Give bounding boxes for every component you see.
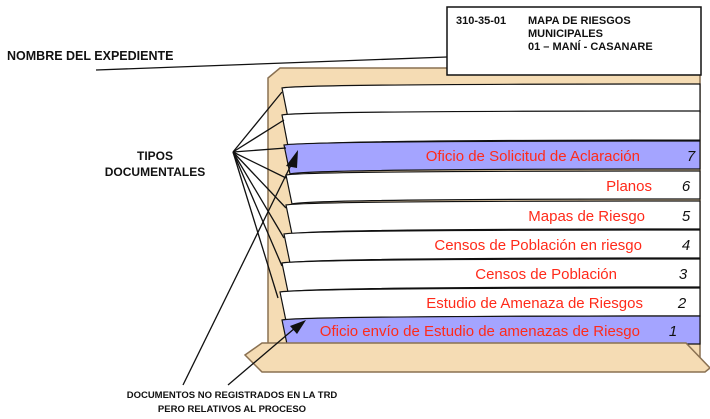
expediente-title-line-2: MUNICIPALES <box>528 28 603 40</box>
expediente-title-line-3: 01 – MANÍ - CASANARE <box>528 40 653 53</box>
expediente-connector <box>95 56 448 71</box>
tipos-fan-7 <box>232 151 283 267</box>
document-number: 3 <box>679 266 688 283</box>
document-number: 2 <box>677 295 687 312</box>
document-number: 5 <box>682 208 691 225</box>
document-number: 7 <box>687 148 696 165</box>
document-name: Censos de Población <box>475 266 617 283</box>
tipos-fan-3 <box>232 147 287 153</box>
arrow-line-upper <box>182 162 293 386</box>
document-name: Planos <box>606 178 652 195</box>
tipos-fan-4 <box>232 151 287 179</box>
document-number: 1 <box>669 323 677 340</box>
expediente-title-line-1: MAPA DE RIESGOS <box>528 15 631 27</box>
tipos-label-line-1: TIPOS <box>137 149 173 163</box>
no-registrados-line-2: PERO RELATIVOS AL PROCESO <box>158 404 306 415</box>
arrowhead-lower <box>290 320 306 334</box>
blank-pages <box>281 83 701 147</box>
document-name: Censos de Población en riesgo <box>434 237 642 254</box>
document-name: Estudio de Amenaza de Riesgos <box>426 295 643 312</box>
document-name: Oficio envío de Estudio de amenazas de R… <box>320 323 640 340</box>
document-sheet <box>283 140 701 175</box>
connector-lines <box>95 56 448 386</box>
expediente-label: NOMBRE DEL EXPEDIENTE <box>7 49 173 63</box>
arrowhead-upper <box>286 150 298 168</box>
tipos-label-line-2: DOCUMENTALES <box>105 165 205 179</box>
tipos-fan-6 <box>232 151 285 239</box>
expediente-code: 310-35-01 <box>456 15 506 27</box>
no-registrados-line-1: DOCUMENTOS NO REGISTRADOS EN LA TRD <box>127 390 338 401</box>
document-sheets: Oficio de Solicitud de Aclaración 7Planos… <box>279 140 701 350</box>
tipos-fan-5 <box>232 151 287 209</box>
document-sheet <box>285 170 701 205</box>
tipos-fan-1 <box>232 91 283 153</box>
tipos-fan-8 <box>232 151 279 299</box>
expediente-header-box: 310-35-01 MAPA DE RIESGOS MUNICIPALES 01… <box>446 6 702 76</box>
document-name: Mapas de Riesgo <box>528 208 645 225</box>
document-name: Oficio de Solicitud de Aclaración <box>426 148 640 165</box>
tipos-fan-2 <box>232 119 285 153</box>
arrowheads <box>286 150 306 334</box>
arrow-line-lower <box>227 327 296 386</box>
document-number: 4 <box>682 237 690 254</box>
folder-front-flap <box>243 342 710 373</box>
document-number: 6 <box>682 178 691 195</box>
